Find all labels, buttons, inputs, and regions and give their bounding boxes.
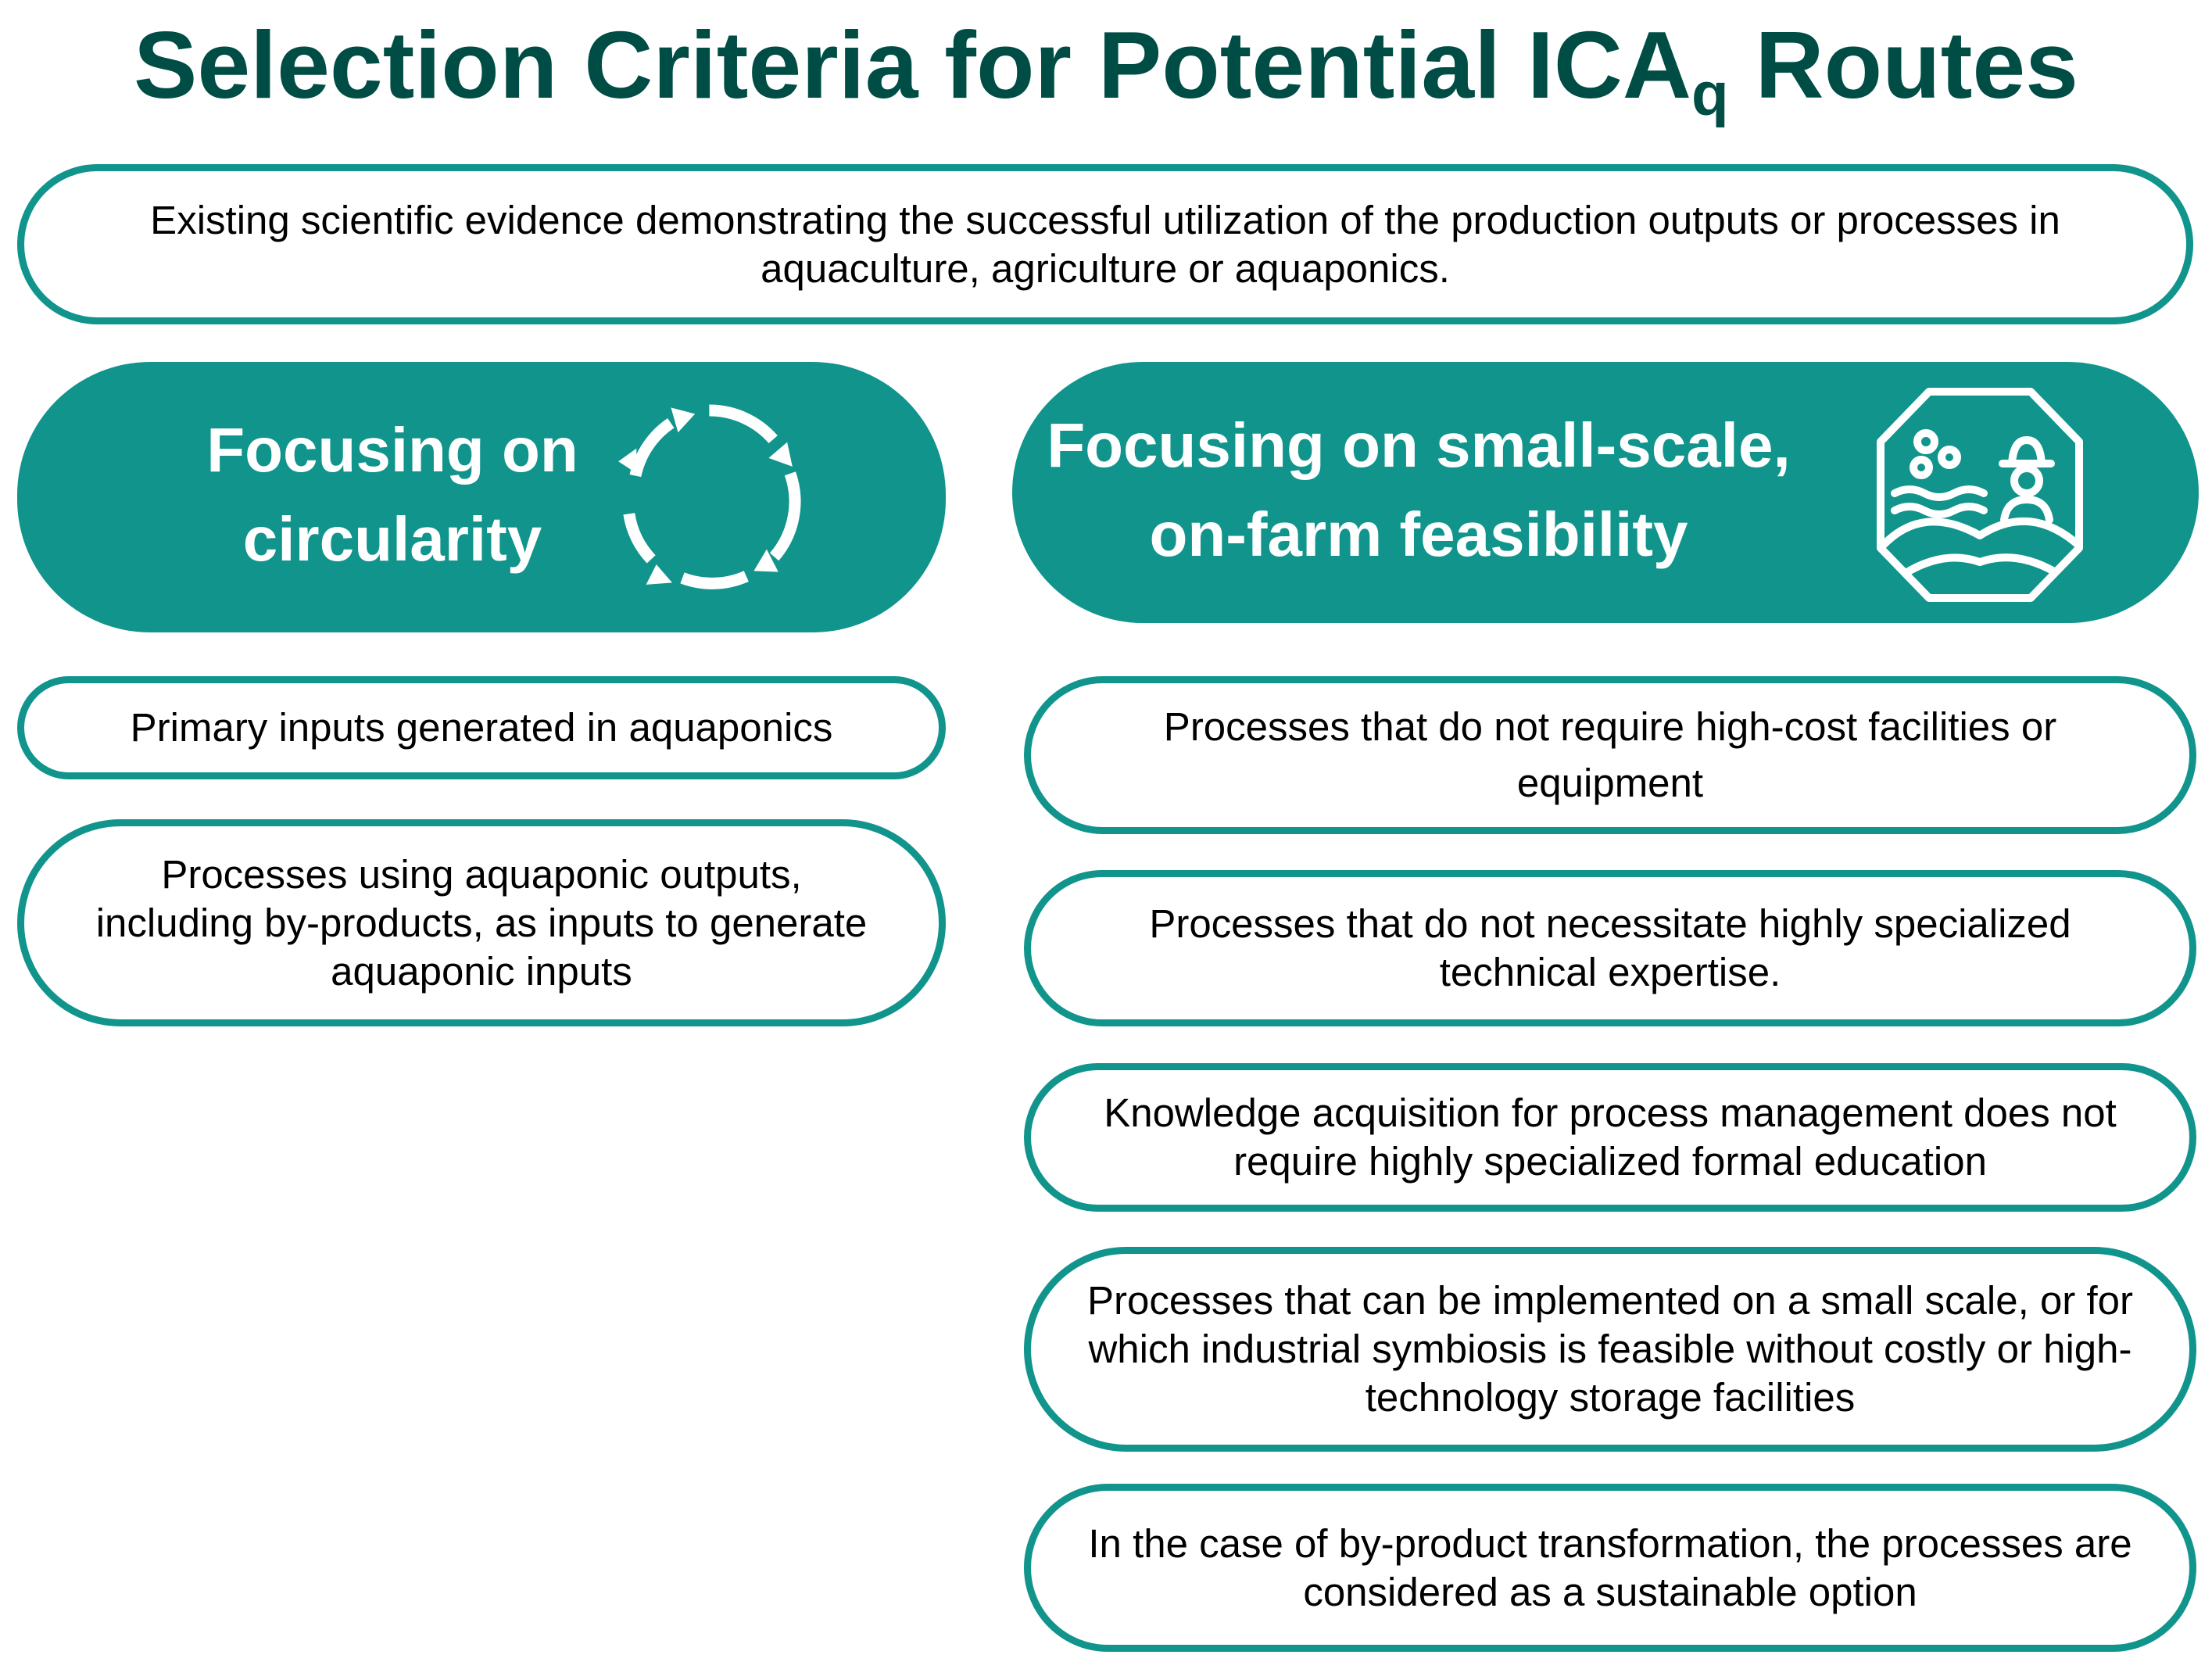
circularity-header: Focusing on circularity [17, 362, 946, 632]
feasibility-header-line2: on-farm feasibility [1149, 500, 1688, 569]
feasibility-item-4-text: Processes that can be implemented on a s… [1087, 1278, 2133, 1420]
feasibility-item-2: Processes that do not necessitate highly… [1024, 870, 2196, 1026]
feasibility-item-5: In the case of by-product transformation… [1024, 1484, 2196, 1652]
feasibility-item-3-text: Knowledge acquisition for process manage… [1104, 1091, 2117, 1184]
circularity-item-2: Processes using aquaponic outputs, inclu… [17, 819, 946, 1026]
circularity-header-line1: Focusing on [206, 415, 578, 485]
top-criterion-box: Existing scientific evidence demonstrati… [17, 164, 2193, 324]
top-criterion-text: Existing scientific evidence demonstrati… [150, 197, 2060, 291]
feasibility-item-1-text: Processes that do not require high-cost … [1163, 704, 2057, 805]
feasibility-header-line1: Focusing on small-scale, [1047, 410, 1791, 480]
circularity-item-1: Primary inputs generated in aquaponics [17, 676, 946, 779]
feasibility-item-5-text: In the case of by-product transformation… [1088, 1520, 2132, 1614]
title-suffix: Routes [1728, 12, 2079, 118]
title-main: Selection Criteria for Potential ICA [133, 12, 1691, 118]
farmer-farm-icon [1877, 388, 2083, 602]
feasibility-header-title: Focusing on small-scale, on-farm feasibi… [1028, 401, 1809, 579]
recycle-cycle-icon [618, 404, 801, 589]
feasibility-header: Focusing on small-scale, on-farm feasibi… [1012, 362, 2199, 623]
circularity-item-1-text: Primary inputs generated in aquaponics [130, 705, 833, 750]
feasibility-item-1: Processes that do not require high-cost … [1024, 676, 2196, 834]
circularity-header-line2: circularity [242, 504, 542, 574]
feasibility-item-4: Processes that can be implemented on a s… [1024, 1247, 2196, 1452]
title-subscript: q [1691, 59, 1729, 128]
feasibility-item-2-text: Processes that do not necessitate highly… [1149, 901, 2071, 994]
feasibility-item-3: Knowledge acquisition for process manage… [1024, 1063, 2196, 1212]
page-title: Selection Criteria for Potential ICAq Ro… [0, 6, 2212, 124]
circularity-header-title: Focusing on circularity [64, 406, 721, 584]
circularity-item-2-text: Processes using aquaponic outputs, inclu… [95, 851, 868, 994]
